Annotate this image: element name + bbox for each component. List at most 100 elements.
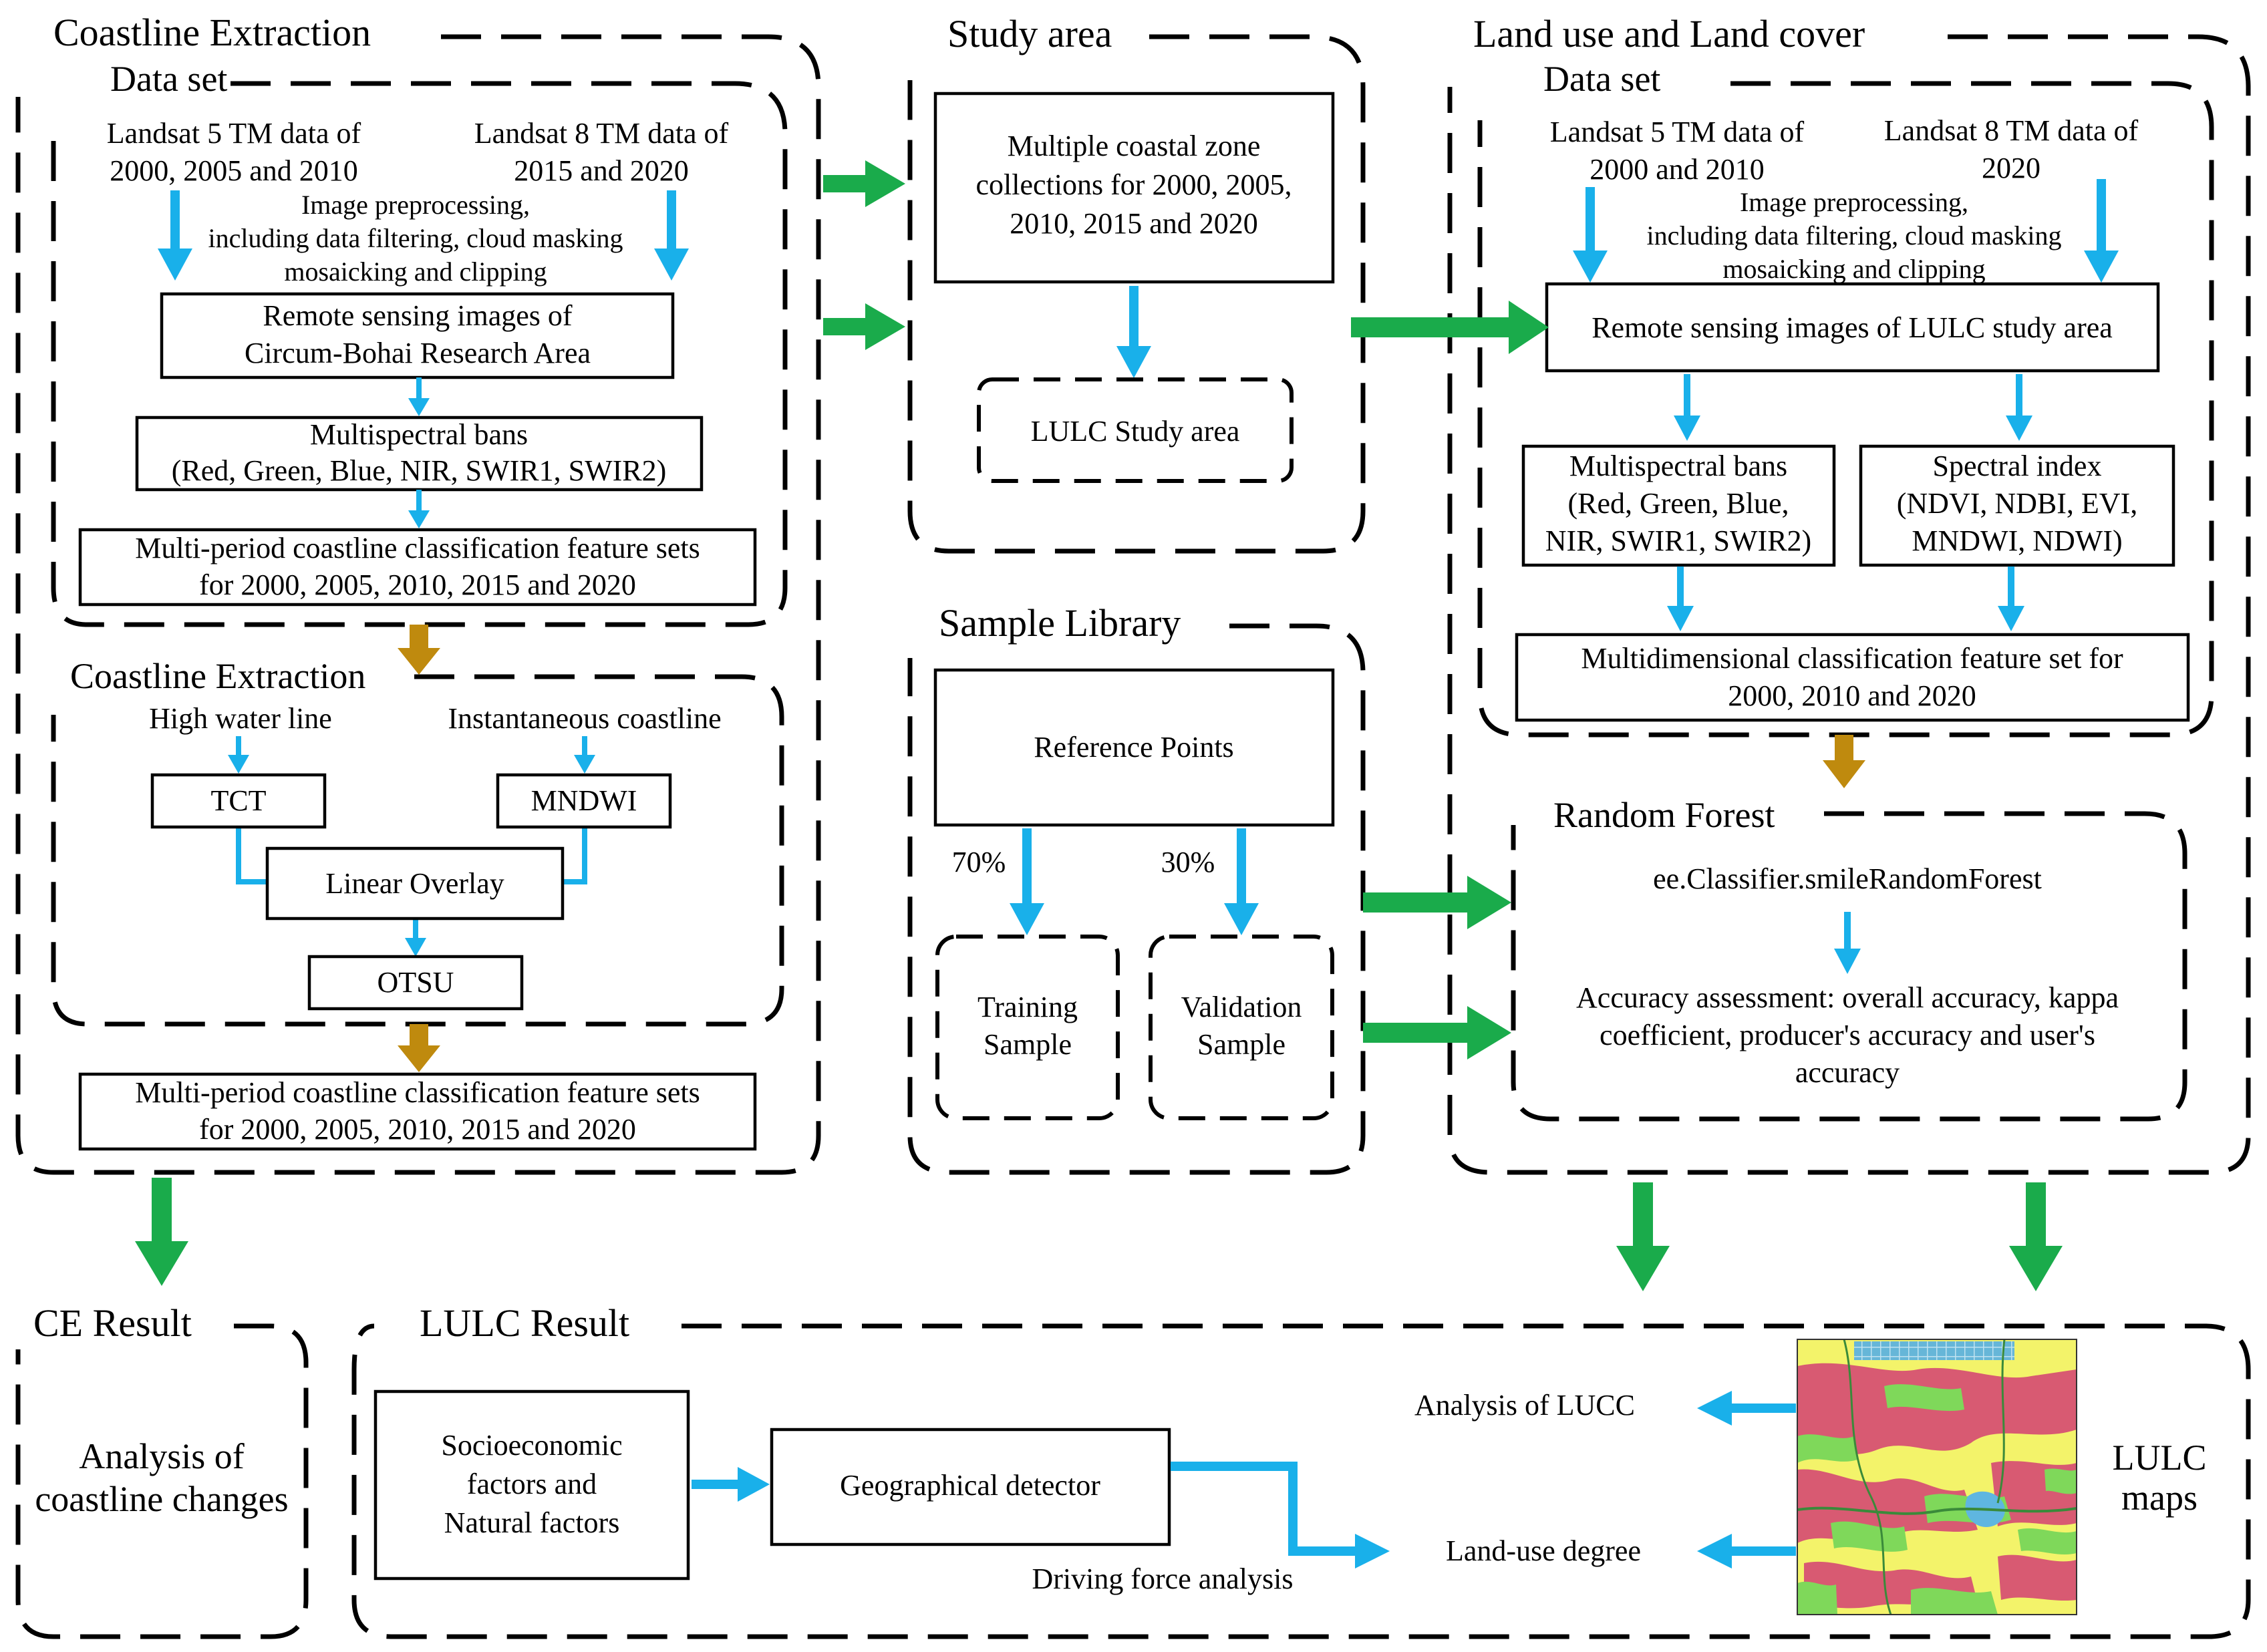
mndwi-label: MNDWI xyxy=(531,784,637,817)
land-use-degree-label: Land-use degree xyxy=(1446,1534,1641,1567)
right-rs-arrows xyxy=(1674,374,2032,441)
left-output-line2: for 2000, 2005, 2010, 2015 and 2020 xyxy=(199,1113,636,1146)
coastline-extraction-frame xyxy=(15,34,821,1175)
lulc-study-area-label: LULC Study area xyxy=(1031,415,1240,448)
geo-detector-label: Geographical detector xyxy=(840,1469,1100,1502)
lulc-frame xyxy=(1447,34,2251,1175)
left-features-box xyxy=(78,528,757,607)
extraction-arrows xyxy=(228,736,595,957)
ce-result-frame xyxy=(15,1323,309,1639)
training-line2: Sample xyxy=(984,1028,1072,1061)
lulc-result-frame xyxy=(351,1323,2251,1639)
classifier-label: ee.Classifier.smileRandomForest xyxy=(1653,862,2042,895)
mndwi-box xyxy=(496,773,672,829)
accuracy-line3: accuracy xyxy=(1795,1056,1900,1089)
lulc-maps-line2: maps xyxy=(2121,1478,2198,1518)
left-rs-line2: Circum-Bohai Research Area xyxy=(245,337,591,369)
right-dataset-arrows xyxy=(1573,179,2119,283)
right-src1-line1: Landsat 5 TM data of xyxy=(1550,116,1805,148)
ce-result-line1: Analysis of xyxy=(79,1436,245,1476)
lulc-study-area-box xyxy=(977,377,1294,483)
right-preproc-line2: including data filtering, cloud masking xyxy=(1647,220,2062,251)
factors-box xyxy=(373,1389,690,1581)
left-rs-line1: Remote sensing images of xyxy=(263,299,572,332)
tct-label: TCT xyxy=(210,784,266,817)
pct-val-label: 30% xyxy=(1161,846,1215,878)
high-water-line-label: High water line xyxy=(149,702,332,735)
lulc-map-image xyxy=(1797,1339,2077,1615)
reference-points-label: Reference Points xyxy=(1034,731,1233,764)
right-rs-box xyxy=(1545,282,2160,373)
left-src1-line1: Landsat 5 TM data of xyxy=(107,117,361,150)
right-rs-label: Remote sensing images of LULC study area xyxy=(1592,311,2113,344)
left-preproc-line1: Image preprocessing, xyxy=(301,190,530,220)
right-bands-box xyxy=(1521,444,1836,567)
lulc-maps-line1: LULC xyxy=(2113,1438,2207,1478)
left-dataset-title: Data set xyxy=(110,59,227,99)
sample-split-arrows xyxy=(1010,828,1259,935)
gold-arrow-to-extraction xyxy=(398,625,440,675)
sample-library-title: Sample Library xyxy=(939,601,1181,645)
right-preproc-line1: Image preprocessing, xyxy=(1740,187,1968,217)
map-to-labels-arrows xyxy=(1697,1391,1796,1568)
otsu-box xyxy=(307,955,524,1011)
ce-result-line2: coastline changes xyxy=(35,1479,288,1519)
reference-points-box xyxy=(933,668,1335,827)
factors-line2: factors and xyxy=(467,1468,597,1500)
study-area-title: Study area xyxy=(947,12,1112,55)
gold-arrow-to-rf xyxy=(1823,735,1865,788)
left-section-title: Coastline Extraction xyxy=(53,11,371,54)
coastal-collections-box xyxy=(933,92,1335,284)
right-preproc-line3: mosaicking and clipping xyxy=(1722,254,1985,284)
right-bands-line3: NIR, SWIR1, SWIR2) xyxy=(1545,524,1811,557)
multidim-line2: 2000, 2010 and 2020 xyxy=(1728,679,1976,712)
collections-line2: collections for 2000, 2005, xyxy=(976,168,1292,201)
linear-overlay-label: Linear Overlay xyxy=(325,867,504,900)
validation-line2: Sample xyxy=(1197,1028,1286,1061)
dataset-right-frame xyxy=(1477,81,2214,737)
ce-result-title: CE Result xyxy=(33,1301,192,1345)
rf-arrow xyxy=(1834,912,1861,974)
right-feature-arrows xyxy=(1667,566,2024,631)
left-features-line2: for 2000, 2005, 2010, 2015 and 2020 xyxy=(199,568,636,601)
left-dataset-arrows xyxy=(158,190,689,528)
factors-line1: Socioeconomic xyxy=(441,1429,622,1462)
left-src2-line2: 2015 and 2020 xyxy=(514,154,689,187)
validation-line1: Validation xyxy=(1181,991,1302,1023)
geo-to-degree-arrow xyxy=(1171,1462,1390,1568)
extraction-inner-frame xyxy=(51,674,784,1027)
right-bands-line2: (Red, Green, Blue, xyxy=(1567,487,1789,520)
random-forest-title: Random Forest xyxy=(1553,795,1775,835)
index-line3: MNDWI, NDWI) xyxy=(1912,524,2122,557)
lulc-section-title: Land use and Land cover xyxy=(1473,12,1865,55)
extraction-subtitle: Coastline Extraction xyxy=(70,656,365,696)
training-sample-box xyxy=(935,935,1120,1120)
right-src2-line2: 2020 xyxy=(1982,152,2041,184)
study-area-frame xyxy=(907,34,1366,554)
gold-arrow-to-output xyxy=(398,1024,440,1072)
collections-line1: Multiple coastal zone xyxy=(1008,130,1261,162)
factors-line3: Natural factors xyxy=(444,1506,620,1539)
left-features-line1: Multi-period coastline classification fe… xyxy=(135,532,700,564)
multidim-line1: Multidimensional classification feature … xyxy=(1581,642,2123,675)
sample-library-frame xyxy=(907,623,1366,1175)
left-output-line1: Multi-period coastline classification fe… xyxy=(135,1076,700,1109)
index-line2: (NDVI, NDBI, EVI, xyxy=(1897,487,2138,520)
left-bands-line2: (Red, Green, Blue, NIR, SWIR1, SWIR2) xyxy=(172,454,667,487)
factors-to-geo-arrow xyxy=(692,1467,770,1502)
validation-sample-box xyxy=(1149,935,1334,1120)
driving-force-label: Driving force analysis xyxy=(1032,1562,1294,1595)
otsu-label: OTSU xyxy=(377,966,454,999)
instantaneous-coastline-label: Instantaneous coastline xyxy=(448,702,721,735)
left-bands-box xyxy=(135,416,704,492)
geo-detector-box xyxy=(770,1428,1171,1546)
right-bands-line1: Multispectral bans xyxy=(1569,450,1787,482)
spectral-index-box xyxy=(1859,444,2175,567)
study-area-arrow xyxy=(1116,286,1151,378)
left-output-box xyxy=(78,1072,757,1151)
accuracy-line1: Accuracy assessment: overall accuracy, k… xyxy=(1576,981,2119,1014)
multidim-feature-box xyxy=(1515,633,2190,722)
accuracy-line2: coefficient, producer's accuracy and use… xyxy=(1600,1019,2095,1051)
lulc-result-title: LULC Result xyxy=(420,1301,629,1345)
left-src2-line1: Landsat 8 TM data of xyxy=(474,117,729,150)
